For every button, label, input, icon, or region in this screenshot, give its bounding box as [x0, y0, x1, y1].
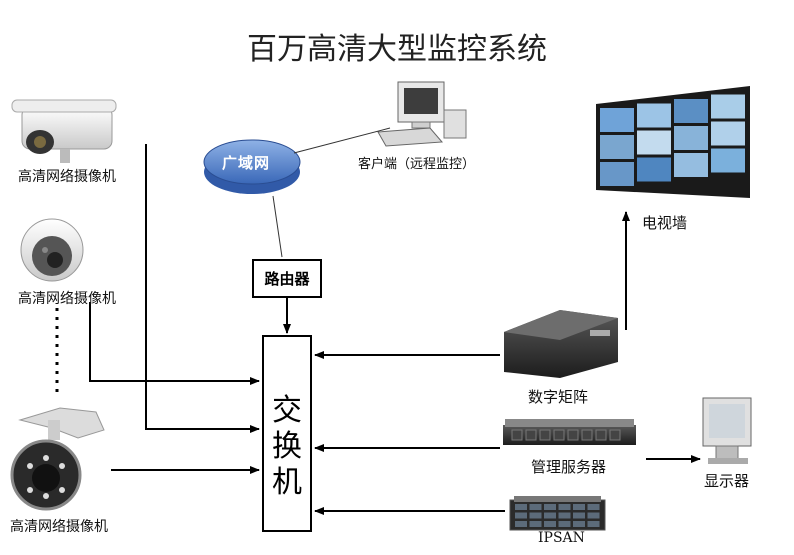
video-wall-screen [600, 108, 634, 132]
video-wall-screen [637, 157, 671, 182]
video-wall-icon [596, 86, 750, 198]
video-wall-label: 电视墙 [642, 214, 688, 232]
server-drive-bay [511, 429, 523, 441]
router-box: 路由器 [252, 259, 322, 298]
server-drive-bay [595, 429, 607, 441]
server-drive-bay [609, 429, 621, 441]
ipsan-disk-slot [587, 512, 600, 519]
router-label: 路由器 [264, 270, 310, 288]
ipsan-label: IPSAN [538, 530, 585, 546]
dome-camera-label: 高清网络摄像机 [18, 291, 116, 307]
server-drive-bay [553, 429, 565, 441]
video-wall-screen [637, 103, 671, 128]
link-wan-router [272, 195, 283, 258]
ipsan-disk-slot [558, 521, 571, 527]
ipsan-disk-slot [529, 521, 542, 527]
switch-char-1: 交 [272, 393, 302, 428]
bullet-camera-label: 高清网络摄像机 [18, 169, 116, 185]
server-drive-bay [525, 429, 537, 441]
server-drive-bay [567, 429, 579, 441]
ipsan-disk-slot [558, 512, 571, 519]
matrix-label: 数字矩阵 [528, 388, 589, 406]
link-bullet-camera [145, 144, 260, 433]
switch-box: 交 换 机 [262, 335, 312, 532]
ipsan-disk-slot [587, 504, 600, 510]
video-wall-screen [674, 126, 708, 150]
switch-char-3: 机 [272, 465, 302, 500]
digital-matrix-icon [504, 310, 618, 378]
wan-label: 广域网 [222, 154, 271, 172]
ipsan-disk-slot [515, 521, 527, 527]
video-wall-screen [674, 153, 708, 177]
ipsan-disk-slot [515, 504, 527, 510]
bullet-camera-icon [11, 99, 117, 163]
ipsan-disk-slot [573, 512, 585, 519]
ipsan-disk-slot [529, 512, 542, 519]
ptz-camera-icon [10, 407, 105, 511]
server-drive-bay [581, 429, 593, 441]
client-pc-icon [377, 81, 467, 147]
ptz-camera-label: 高清网络摄像机 [10, 519, 108, 535]
video-wall-screen [711, 94, 745, 119]
ipsan-disk-slot [573, 521, 585, 527]
link-wan-client [293, 127, 391, 154]
client-label: 客户端（远程监控） [358, 157, 476, 172]
switch-char-2: 换 [272, 429, 302, 464]
video-wall-screen [637, 130, 671, 155]
ipsan-disk-slot [573, 504, 585, 510]
ipsan-disk-slot [515, 512, 527, 519]
ipsan-disk-slot [587, 521, 600, 527]
video-wall-screen [674, 99, 708, 123]
video-wall-screen [711, 148, 745, 173]
server-label: 管理服务器 [531, 458, 607, 476]
server-drive-bay [539, 429, 551, 441]
video-wall-screen [711, 121, 745, 146]
ipsan-disk-slot [544, 521, 556, 527]
monitor-icon [702, 397, 752, 464]
ipsan-disk-slot [544, 512, 556, 519]
ipsan-disk-slot [544, 504, 556, 510]
video-wall-screen [600, 162, 634, 186]
server-rack-icon [503, 419, 636, 445]
ipsan-disk-slot [558, 504, 571, 510]
link-dome-camera [89, 302, 260, 385]
ipsan-storage-icon [509, 496, 606, 531]
diagram-title: 百万高清大型监控系统 [247, 32, 547, 67]
dome-camera-icon [20, 218, 84, 282]
ipsan-disk-slot [529, 504, 542, 510]
monitor-label: 显示器 [704, 472, 750, 490]
video-wall-screen [600, 135, 634, 159]
wan-cloud-icon [203, 139, 301, 194]
